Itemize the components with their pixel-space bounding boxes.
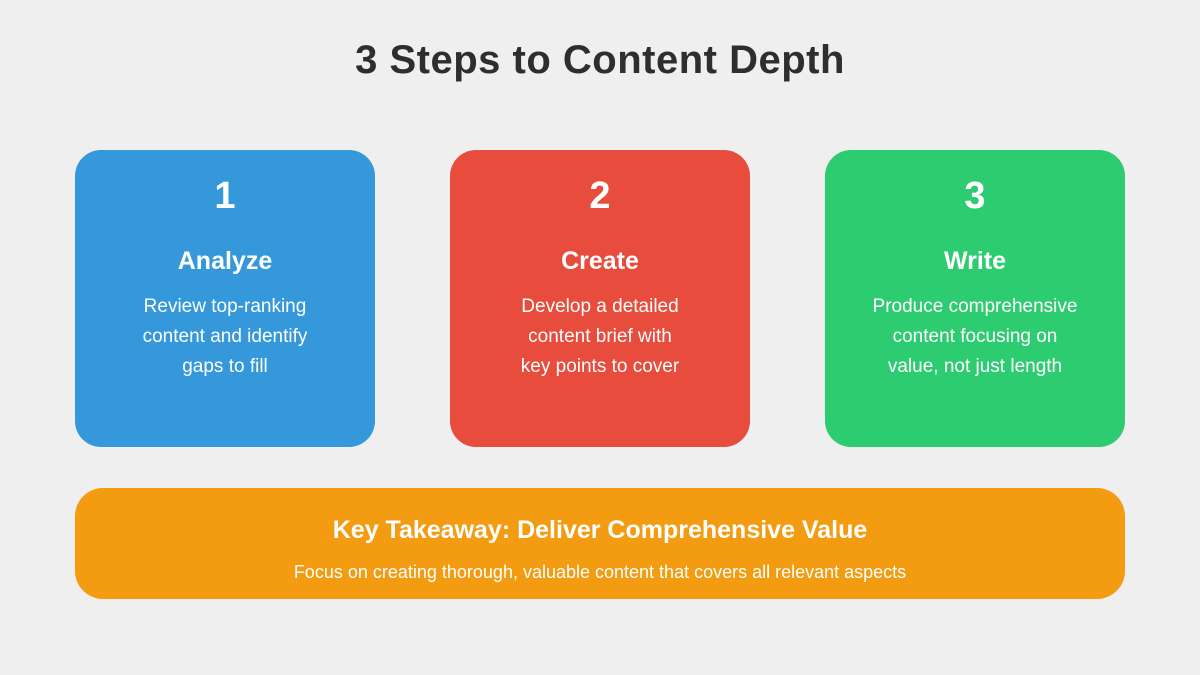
key-takeaway-title: Key Takeaway: Deliver Comprehensive Valu… [332,516,868,544]
step-title: Create [561,247,639,275]
key-takeaway-banner: Key Takeaway: Deliver Comprehensive Valu… [75,488,1125,599]
key-takeaway-subtitle: Focus on creating thorough, valuable con… [293,562,907,582]
step-number: 1 [214,175,236,217]
step-description: Produce comprehensive content focusing o… [872,296,1078,377]
step-description: Review top-ranking content and identify … [142,296,308,377]
step-card-write: 3 Write Produce comprehensive content fo… [825,150,1125,447]
step-card-analyze: 1 Analyze Review top-ranking content and… [75,150,375,447]
step-number: 3 [964,175,986,217]
step-title: Write [943,247,1007,275]
step-number: 2 [589,175,611,217]
step-description: Develop a detailed content brief with ke… [520,296,680,377]
page-title: 3 Steps to Content Depth [355,38,845,82]
steps-row: 1 Analyze Review top-ranking content and… [75,150,1125,447]
step-title: Analyze [177,247,273,275]
step-card-create: 2 Create Develop a detailed content brie… [450,150,750,447]
